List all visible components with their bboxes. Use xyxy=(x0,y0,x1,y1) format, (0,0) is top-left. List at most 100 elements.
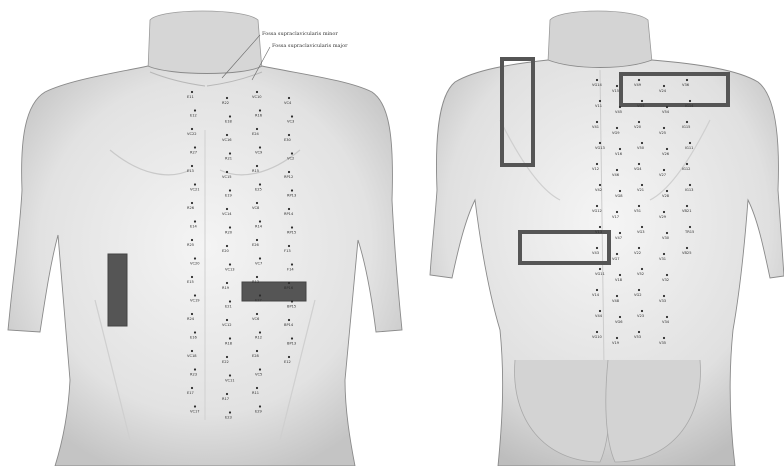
front-acupoint-dot xyxy=(291,152,293,154)
back-acupoint-label: V54 xyxy=(662,110,670,114)
front-acupoint-dot xyxy=(256,313,258,315)
front-acupoint-dot xyxy=(288,356,290,358)
front-acupoint-label: E27 xyxy=(255,299,262,303)
back-acupoint-dot xyxy=(599,184,601,186)
front-acupoint-dot xyxy=(191,202,193,204)
front-acupoint-label: E18 xyxy=(225,120,233,124)
back-acupoint-label: V22 xyxy=(634,251,641,255)
back-acupoint-label: VB25 xyxy=(682,251,692,255)
front-acupoint-dot xyxy=(291,263,293,265)
back-acupoint-label: VG2 xyxy=(634,293,642,297)
back-acupoint-label: TR15 xyxy=(684,230,694,234)
back-acupoint-dot xyxy=(619,190,621,192)
back-acupoint-dot xyxy=(616,253,618,255)
front-acupoint-dot xyxy=(229,263,231,265)
front-acupoint-label: R20 xyxy=(225,231,233,235)
back-acupoint-label: VG14 xyxy=(592,83,603,87)
front-acupoint-label: BP15 xyxy=(287,305,296,309)
back-acupoint-label: VG8 xyxy=(615,194,623,198)
front-acupoint-label: R26 xyxy=(187,206,195,210)
front-acupoint-dot xyxy=(194,294,196,296)
back-acupoint-dot xyxy=(641,142,643,144)
front-acupoint-label: F14 xyxy=(287,268,294,272)
back-acupoint-dot xyxy=(599,142,601,144)
front-acupoint-dot xyxy=(259,220,261,222)
back-acupoint-dot xyxy=(619,316,621,318)
front-acupoint-label: R19 xyxy=(222,286,230,290)
front-acupoint-label: R15 xyxy=(252,169,259,173)
front-acupoint-label: VC2 xyxy=(287,157,294,161)
back-acupoint-label: V48 xyxy=(612,299,620,303)
front-acupoint-label: BP14 xyxy=(284,323,294,327)
front-acupoint-dot xyxy=(291,226,293,228)
back-acupoint-label: V44 xyxy=(595,314,603,318)
front-acupoint-dot xyxy=(191,387,193,389)
front-acupoint-label: E17 xyxy=(187,391,194,395)
front-acupoint-dot xyxy=(291,189,293,191)
back-acupoint-label: V20 xyxy=(634,125,642,129)
front-acupoint-label: E12 xyxy=(284,360,291,364)
back-acupoint-dot xyxy=(616,127,618,129)
front-acupoint-label: VC12 xyxy=(222,323,232,327)
front-acupoint-dot xyxy=(288,208,290,210)
back-acupoint-label: V50 xyxy=(637,146,645,150)
back-acupoint-dot xyxy=(663,127,665,129)
front-acupoint-label: E12 xyxy=(190,114,197,118)
front-acupoint-label: E20 xyxy=(222,249,230,253)
back-acupoint-label: V46 xyxy=(612,173,620,177)
front-acupoint-dot xyxy=(194,146,196,148)
front-acupoint-label: E25 xyxy=(255,188,262,192)
front-acupoint-dot xyxy=(256,202,258,204)
front-acupoint-label: R23 xyxy=(190,373,197,377)
back-acupoint-dot xyxy=(596,331,598,333)
back-acupoint-dot xyxy=(666,106,668,108)
back-acupoint-label: VG13 xyxy=(595,146,605,150)
front-acupoint-label: RP15 xyxy=(287,231,296,235)
front-acupoint-dot xyxy=(256,239,258,241)
back-acupoint-dot xyxy=(689,226,691,228)
back-acupoint-dot xyxy=(686,121,688,123)
back-acupoint-label: VG4 xyxy=(634,167,642,171)
front-acupoint-dot xyxy=(256,165,258,167)
front-acupoint-label: E22 xyxy=(222,360,229,364)
back-acupoint-dot xyxy=(599,226,601,228)
front-acupoint-dot xyxy=(191,350,193,352)
back-acupoint-label: V27 xyxy=(659,173,666,177)
front-acupoint-dot xyxy=(288,319,290,321)
back-acupoint-dot xyxy=(686,163,688,165)
back-acupoint-dot xyxy=(663,85,665,87)
back-acupoint-label: V18 xyxy=(615,278,623,282)
back-acupoint-dot xyxy=(638,247,640,249)
front-acupoint-dot xyxy=(288,97,290,99)
front-acupoint-label: R13 xyxy=(252,280,259,284)
front-acupoint-dot xyxy=(291,300,293,302)
front-acupoint-dot xyxy=(259,257,261,259)
front-acupoint-dot xyxy=(288,245,290,247)
back-acupoint-dot xyxy=(638,289,640,291)
back-acupoint-label: IG11 xyxy=(685,146,693,150)
annotation-fossa-minor: Fossa supraclavicularis minor xyxy=(262,31,338,37)
front-acupoint-dot xyxy=(256,91,258,93)
front-acupoint-label: VC8 xyxy=(252,206,260,210)
back-acupoint-label: V35 xyxy=(659,341,666,345)
back-acupoint-dot xyxy=(599,310,601,312)
front-acupoint-label: VC13 xyxy=(225,268,235,272)
front-acupoint-dot xyxy=(229,300,231,302)
back-acupoint-label: IG15 xyxy=(682,125,690,129)
front-acupoint-label: VC10 xyxy=(252,95,262,99)
back-acupoint-dot xyxy=(619,148,621,150)
front-acupoint-dot xyxy=(226,319,228,321)
front-acupoint-label: VC6 xyxy=(252,317,260,321)
front-acupoint-dot xyxy=(229,189,231,191)
back-acupoint-label: IG14 xyxy=(685,104,694,108)
front-acupoint-label: R16 xyxy=(255,114,263,118)
front-acupoint-label: R21 xyxy=(225,157,232,161)
back-acupoint-dot xyxy=(638,331,640,333)
front-acupoint-label: BP16 xyxy=(284,286,294,290)
front-acupoint-label: RP13 xyxy=(287,194,296,198)
back-acupoint-dot xyxy=(599,100,601,102)
front-acupoint-dot xyxy=(291,337,293,339)
back-acupoint-label: V17 xyxy=(612,215,619,219)
front-acupoint-dot xyxy=(259,405,261,407)
front-acupoint-dot xyxy=(229,411,231,413)
